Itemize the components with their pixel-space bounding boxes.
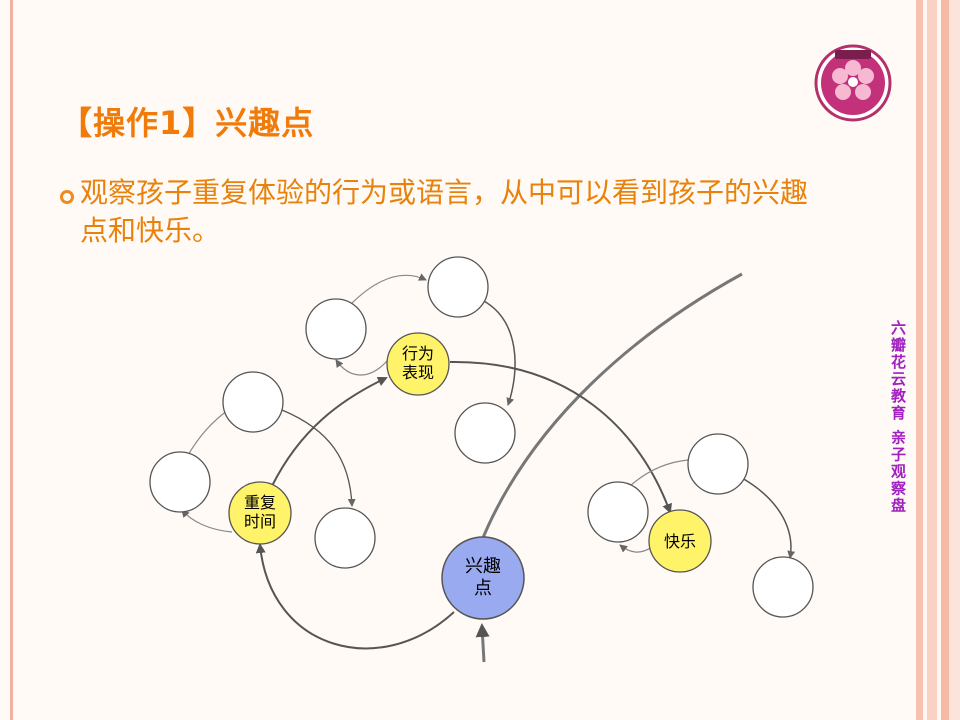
node-joy: 快乐 bbox=[648, 509, 712, 573]
repeat-to-behavior-arc bbox=[271, 376, 388, 487]
behavior-small-arc-2 bbox=[349, 273, 427, 306]
side-vertical-text: 六瓣花云教育 亲子观察盘 bbox=[889, 320, 907, 515]
repeat-small-arc-2 bbox=[187, 409, 229, 456]
node-behavior: 行为 表现 bbox=[386, 332, 450, 396]
behavior-small-arc-1 bbox=[335, 359, 389, 376]
right-decorative-band bbox=[916, 0, 960, 720]
empty-circle-top-1 bbox=[427, 256, 489, 318]
node-interest: 兴趣 点 bbox=[441, 536, 525, 620]
bullet-ring-icon bbox=[60, 190, 74, 204]
bullet-text: 观察孩子重复体验的行为或语言，从中可以看到孩子的兴趣点和快乐。 bbox=[80, 176, 809, 247]
left-border-line bbox=[10, 0, 13, 720]
interest-to-repeat-arc bbox=[255, 543, 455, 650]
joy-small-arc-2 bbox=[629, 459, 689, 487]
joy-small-arc-1 bbox=[619, 544, 653, 553]
main-sweep-line bbox=[478, 272, 743, 546]
empty-circle-left-2 bbox=[149, 451, 211, 513]
behavior-to-joy-arc bbox=[449, 360, 672, 514]
node-behavior-line-1: 行为 bbox=[402, 344, 434, 363]
joy-small-arc-3 bbox=[741, 477, 796, 559]
empty-circle-top-2 bbox=[305, 298, 367, 360]
repeat-small-arc-1 bbox=[181, 509, 233, 533]
node-repeat: 重复 时间 bbox=[228, 481, 292, 545]
empty-circle-left-1 bbox=[222, 371, 284, 433]
node-joy-line-1: 快乐 bbox=[664, 532, 696, 551]
node-repeat-line-2: 时间 bbox=[244, 512, 276, 531]
node-behavior-line-2: 表现 bbox=[402, 363, 434, 382]
bottom-tail-line bbox=[475, 623, 490, 663]
node-interest-line-1: 兴趣 bbox=[465, 556, 501, 577]
empty-circle-right-1 bbox=[587, 481, 649, 543]
empty-circle-left-3 bbox=[314, 507, 376, 569]
empty-circle-mid-1 bbox=[454, 402, 516, 464]
flower-logo bbox=[814, 44, 892, 122]
empty-circle-right-2 bbox=[687, 433, 749, 495]
empty-circles bbox=[149, 256, 814, 618]
slide-title: 【操作1】兴趣点 bbox=[60, 104, 315, 142]
node-repeat-line-1: 重复 bbox=[244, 493, 276, 512]
connector-lines bbox=[181, 272, 796, 663]
repeat-small-arc-3 bbox=[281, 409, 356, 507]
node-interest-line-2: 点 bbox=[474, 578, 492, 599]
behavior-small-arc-3 bbox=[481, 299, 516, 406]
empty-circle-right-3 bbox=[752, 556, 814, 618]
